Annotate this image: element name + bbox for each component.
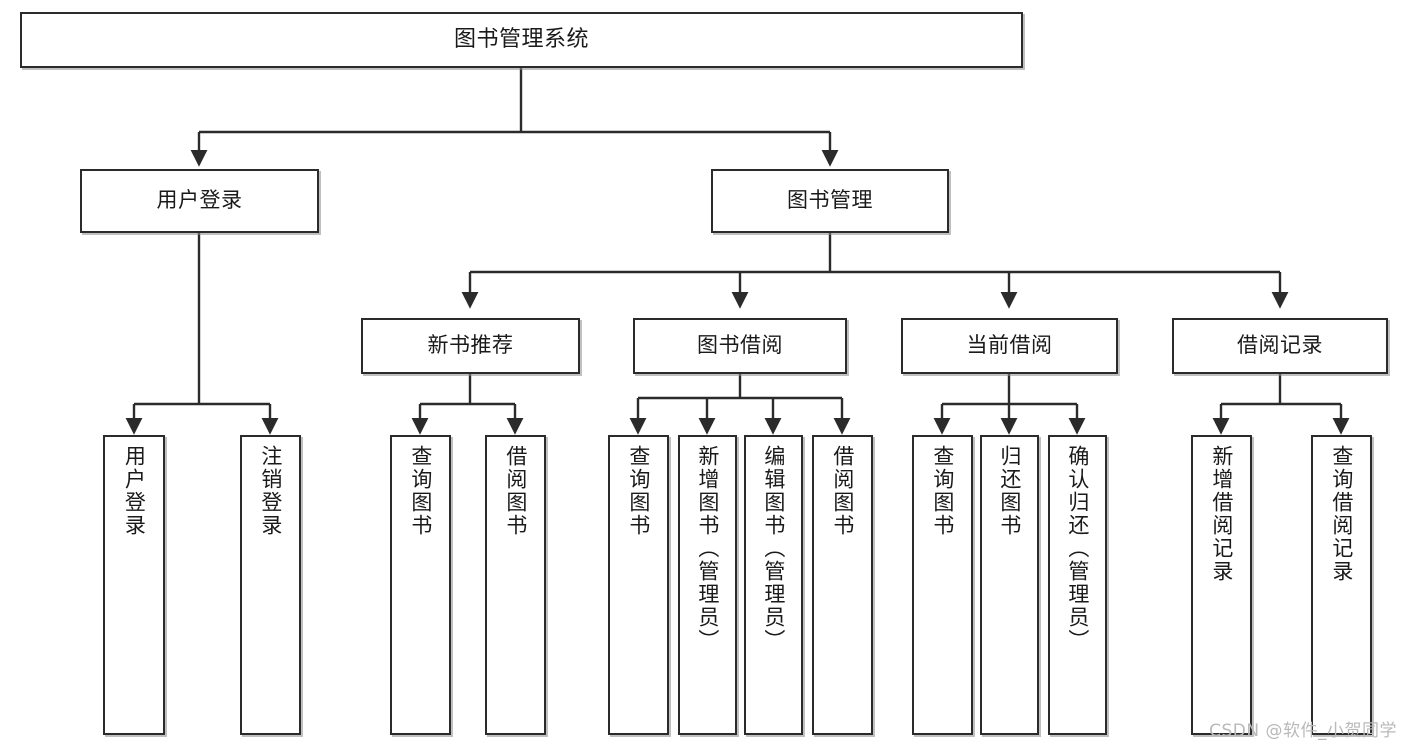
node-leaf-user-logout[interactable]: 注销登录 — [240, 435, 301, 735]
node-book-manage-label: 图书管理 — [787, 188, 873, 213]
node-user-login-label: 用户登录 — [156, 188, 243, 213]
node-leaf-confirm-return-label: 确认归还（管理员） — [1065, 445, 1090, 652]
node-borrow-record-label: 借阅记录 — [1237, 333, 1323, 358]
node-leaf-borrow-book-1-label: 借阅图书 — [503, 445, 528, 537]
node-book-manage[interactable]: 图书管理 — [711, 169, 949, 233]
node-leaf-return-book-label: 归还图书 — [997, 445, 1022, 537]
node-leaf-edit-book[interactable]: 编辑图书（管理员） — [744, 435, 803, 735]
node-book-borrow[interactable]: 图书借阅 — [633, 318, 847, 374]
node-leaf-confirm-return[interactable]: 确认归还（管理员） — [1048, 435, 1107, 735]
node-leaf-add-record[interactable]: 新增借阅记录 — [1191, 435, 1252, 735]
node-current-borrow-label: 当前借阅 — [966, 333, 1053, 358]
node-leaf-query-book-2-label: 查询图书 — [626, 445, 651, 537]
node-leaf-add-book-label: 新增图书（管理员） — [695, 445, 720, 652]
node-book-borrow-label: 图书借阅 — [697, 333, 783, 358]
node-leaf-query-book-1[interactable]: 查询图书 — [390, 435, 451, 735]
node-new-book-rec-label: 新书推荐 — [427, 333, 514, 358]
csdn-watermark: CSDN @软件_小贺同学 — [1209, 721, 1397, 741]
node-root[interactable]: 图书管理系统 — [20, 12, 1023, 68]
node-current-borrow[interactable]: 当前借阅 — [901, 318, 1118, 374]
node-leaf-return-book[interactable]: 归还图书 — [980, 435, 1039, 735]
node-leaf-add-book[interactable]: 新增图书（管理员） — [678, 435, 737, 735]
node-leaf-user-logout-label: 注销登录 — [258, 445, 283, 537]
node-leaf-query-record[interactable]: 查询借阅记录 — [1311, 435, 1372, 735]
node-root-label: 图书管理系统 — [453, 26, 589, 52]
node-leaf-query-book-3[interactable]: 查询图书 — [912, 435, 973, 735]
node-leaf-query-book-2[interactable]: 查询图书 — [608, 435, 669, 735]
node-leaf-query-book-3-label: 查询图书 — [930, 445, 955, 537]
node-leaf-edit-book-label: 编辑图书（管理员） — [761, 445, 786, 652]
node-borrow-record[interactable]: 借阅记录 — [1172, 318, 1388, 374]
node-new-book-rec[interactable]: 新书推荐 — [361, 318, 580, 374]
node-leaf-borrow-book-2[interactable]: 借阅图书 — [812, 435, 873, 735]
node-leaf-add-record-label: 新增借阅记录 — [1209, 445, 1234, 583]
node-leaf-query-record-label: 查询借阅记录 — [1329, 445, 1354, 583]
node-leaf-user-login-label: 用户登录 — [122, 445, 147, 537]
node-leaf-borrow-book-1[interactable]: 借阅图书 — [485, 435, 546, 735]
node-user-login[interactable]: 用户登录 — [80, 169, 319, 233]
node-leaf-user-login[interactable]: 用户登录 — [103, 435, 165, 735]
node-leaf-borrow-book-2-label: 借阅图书 — [830, 445, 855, 537]
node-leaf-query-book-1-label: 查询图书 — [408, 445, 433, 537]
